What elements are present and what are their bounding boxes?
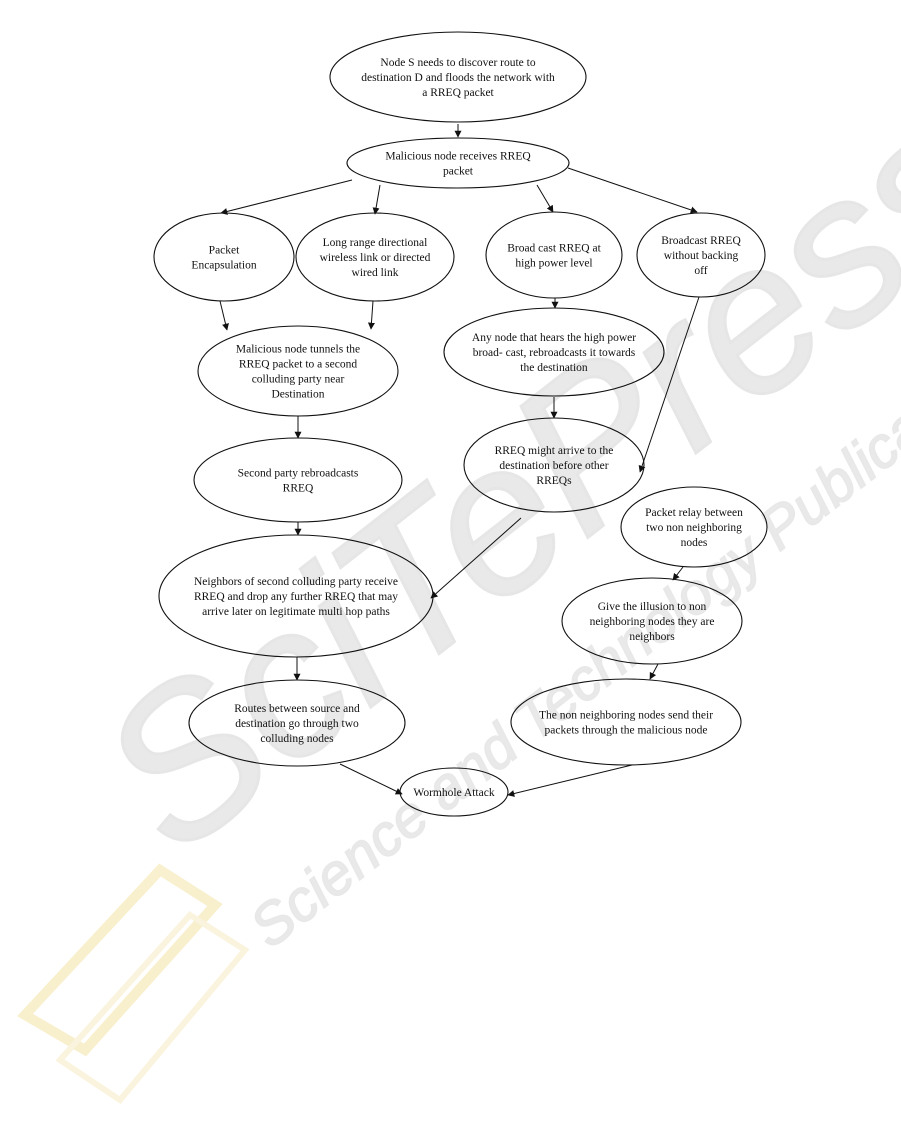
node-long-range-link: Long range directional wireless link or d…: [295, 212, 455, 302]
arrow-malicious-receives-to-packet-encapsulation: [220, 179, 353, 215]
nodes-layer: Node S needs to discover route to destina…: [153, 31, 768, 817]
node-label-line: broad- cast, rebroadcasts it towards: [473, 347, 636, 359]
node-illusion: Give the illusion to non neighboring node…: [561, 577, 743, 665]
arrow-broadcast-no-backoff-to-rreq-arrive-first: [638, 296, 700, 473]
node-routes-through: Routes between source and destination go …: [188, 679, 406, 767]
node-label-line: colluding nodes: [260, 733, 334, 745]
node-ellipse: [153, 212, 295, 302]
node-label-line: destination D and floods the network wit…: [361, 72, 555, 84]
node-label-line: RREQ might arrive to the: [495, 445, 614, 457]
node-ellipse: [636, 212, 766, 298]
node-start: Node S needs to discover route to destina…: [329, 31, 587, 123]
node-ellipse: [295, 212, 455, 302]
node-label-line: Wormhole Attack: [413, 787, 494, 799]
node-label-line: arrive later on legitimate multi hop pat…: [202, 606, 390, 618]
node-ellipse: [485, 211, 623, 299]
node-label-line: Packet: [209, 245, 240, 257]
arrow-routes-through-to-wormhole-attack: [339, 763, 403, 795]
node-ellipse: [510, 678, 742, 766]
node-ellipse: [620, 486, 768, 568]
node-ellipse: [188, 679, 406, 767]
node-label-line: high power level: [515, 258, 592, 270]
arrow-packet-relay-to-illusion: [672, 566, 684, 581]
arrow-malicious-receives-to-broadcast-no-backoff: [567, 167, 698, 214]
node-any-node-hears: Any node that hears the high power broad-…: [443, 307, 665, 397]
node-label-line: a RREQ packet: [422, 87, 494, 99]
node-label-line: Encapsulation: [191, 260, 256, 272]
watermark-logo-shape: [17, 863, 250, 1104]
node-label-line: Node S needs to discover route to: [380, 57, 535, 69]
node-label-line: destination go through two: [235, 718, 359, 730]
node-label-line: destination before other: [499, 460, 608, 472]
node-ellipse: [346, 137, 570, 189]
node-label-line: The non neighboring nodes send their: [539, 710, 713, 722]
node-neighbors-drop: Neighbors of second colluding party rece…: [158, 534, 434, 658]
node-label-line: packets through the malicious node: [545, 725, 708, 737]
node-label-line: RREQs: [536, 475, 572, 487]
node-label-line: wired link: [352, 267, 399, 279]
node-label-line: nodes: [681, 537, 708, 549]
node-label-line: Second party rebroadcasts: [238, 468, 359, 480]
node-broadcast-high-power: Broad cast RREQ at high power level: [485, 211, 623, 299]
arrow-rreq-arrive-first-to-neighbors-drop: [430, 517, 522, 599]
node-label-line: Routes between source and: [234, 703, 360, 715]
node-ellipse: [443, 307, 665, 397]
node-label-line: neighboring nodes they are: [590, 616, 715, 628]
arrow-long-range-link-to-tunnels-rreq: [367, 300, 375, 330]
node-ellipse: [329, 31, 587, 123]
edges-layer: [219, 124, 700, 797]
node-ellipse: [197, 325, 399, 417]
node-packet-relay: Packet relay between two non neighboring n…: [620, 486, 768, 568]
node-rreq-arrive-first: RREQ might arrive to the destination befo…: [463, 417, 645, 513]
node-ellipse: [399, 767, 509, 817]
watermark: SciTePress Science and Technology Public…: [17, 60, 901, 1104]
node-label-line: Malicious node tunnels the: [236, 344, 360, 356]
arrow-illusion-to-non-neighbor-send: [649, 663, 659, 680]
node-label-line: Packet relay between: [645, 507, 743, 519]
arrow-malicious-receives-to-long-range-link: [372, 184, 381, 215]
node-ellipse: [158, 534, 434, 658]
node-label-line: neighbors: [629, 631, 675, 643]
node-malicious-receives: Malicious node receives RREQ packet: [346, 137, 570, 189]
node-ellipse: [193, 437, 403, 523]
node-ellipse: [561, 577, 743, 665]
node-label-line: off: [694, 265, 707, 277]
node-label-line: colluding party near: [252, 374, 345, 386]
node-wormhole-attack: Wormhole Attack: [399, 767, 509, 817]
arrow-malicious-receives-to-broadcast-high-power: [536, 184, 554, 213]
node-broadcast-no-backoff: Broadcast RREQ without backing off: [636, 212, 766, 298]
node-label-line: RREQ packet to a second: [239, 359, 357, 371]
arrow-packet-encapsulation-to-tunnels-rreq: [219, 300, 229, 331]
node-label-line: Any node that hears the high power: [472, 332, 636, 344]
node-label-line: Long range directional: [323, 237, 428, 249]
node-label-line: Neighbors of second colluding party rece…: [194, 576, 398, 588]
node-label-line: packet: [443, 166, 474, 178]
node-label-line: RREQ: [283, 483, 314, 495]
node-label-line: the destination: [520, 362, 588, 374]
node-label-line: Destination: [271, 389, 324, 401]
node-label-line: Broadcast RREQ: [661, 235, 741, 247]
node-label-line: Malicious node receives RREQ: [385, 151, 531, 163]
arrow-non-neighbor-send-to-wormhole-attack: [507, 764, 633, 797]
node-label-line: two non neighboring: [646, 522, 742, 534]
node-label-line: without backing: [664, 250, 739, 262]
node-label-line: Give the illusion to non: [598, 601, 707, 613]
node-non-neighbor-send: The non neighboring nodes send their pack…: [510, 678, 742, 766]
node-label-line: wireless link or directed: [320, 252, 431, 264]
node-label-line: RREQ and drop any further RREQ that may: [194, 591, 398, 603]
node-label-line: Broad cast RREQ at: [507, 243, 601, 255]
node-ellipse: [463, 417, 645, 513]
